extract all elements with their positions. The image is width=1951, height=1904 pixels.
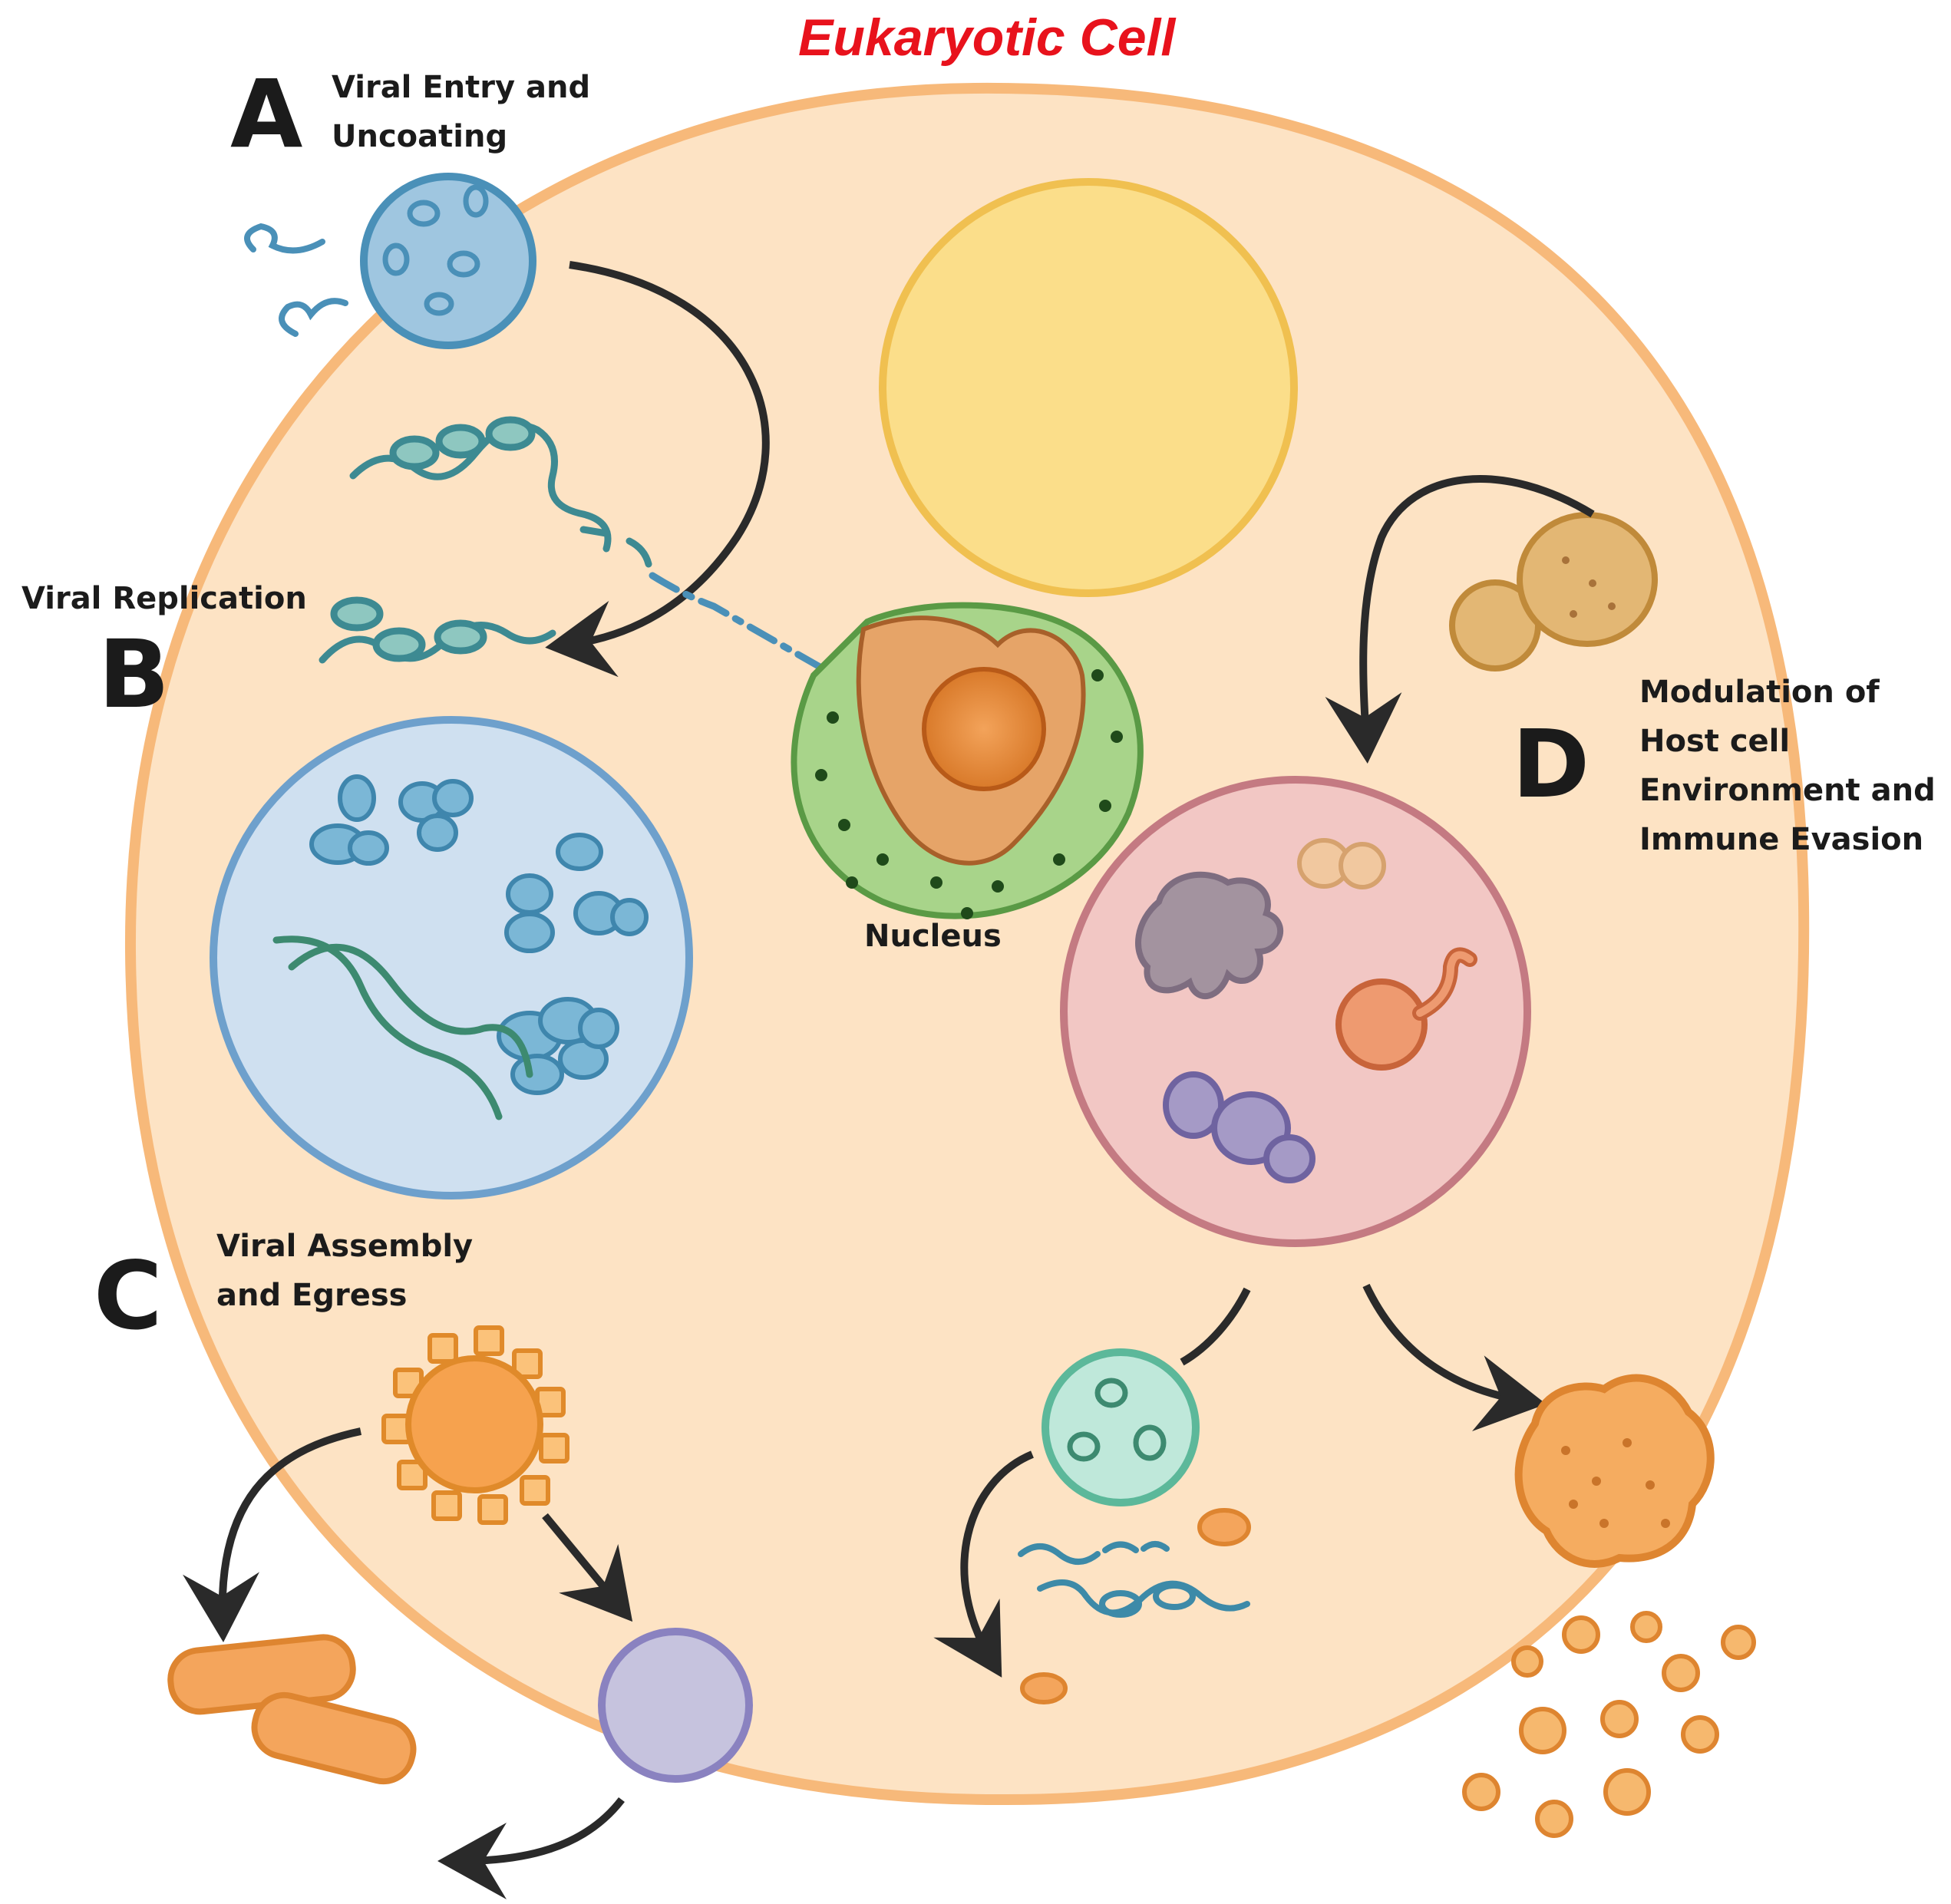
label-b-text: Viral Replication [21, 581, 307, 616]
green-vesicle-icon [1042, 1348, 1200, 1506]
arrow-assembly-left [183, 1427, 362, 1642]
label-a-line-1: Viral Entry and [332, 70, 591, 105]
nucleus-icon [791, 602, 1144, 919]
arrow-host-right [1362, 1283, 1547, 1432]
arrow-host-left [1180, 1287, 1251, 1366]
label-d-line-1: Modulation of [1639, 675, 1880, 710]
cell-membrane [124, 82, 1810, 1806]
label-nucleus: Nucleus [864, 919, 1002, 954]
vesicle-icon [598, 1628, 753, 1783]
label-c-text: Viral Assembly and Egress [216, 1222, 473, 1320]
host-modulator-icon [1449, 512, 1658, 672]
label-b-letter: B [98, 620, 170, 729]
arrow-vesicle-down [933, 1450, 1034, 1678]
viral-genome-strands [319, 416, 652, 664]
label-d-line-3: Environment and [1639, 773, 1936, 808]
arrow-modulation [1325, 475, 1595, 764]
lysed-cell-icon [1514, 1374, 1715, 1568]
label-d-line-4: Immune Evasion [1639, 822, 1924, 857]
label-a-line-2: Uncoating [332, 119, 508, 154]
released-progeny [1462, 1611, 1756, 1838]
label-c-letter: C [94, 1242, 163, 1351]
label-d-text: Modulation of Host cell Environment and … [1639, 668, 1936, 864]
released-particles [1020, 1508, 1251, 1704]
label-c-line-2: and Egress [216, 1278, 408, 1313]
virus-entry-icon [244, 173, 536, 349]
released-virions-icon [167, 1634, 417, 1785]
label-a-text: Viral Entry and Uncoating [332, 63, 590, 161]
host-compartment [1060, 776, 1531, 1247]
label-a-letter: A [230, 60, 303, 169]
yellow-organelle [879, 178, 1298, 597]
arrow-vesicle-out [437, 1797, 625, 1899]
label-d-letter: D [1512, 710, 1590, 819]
released-genome-strands [1018, 1541, 1250, 1618]
diagram-title: Eukaryotic Cell [798, 8, 1176, 67]
arrow-assembly-right [542, 1513, 633, 1622]
assembled-virion-icon [381, 1325, 569, 1525]
replication-compartment [210, 716, 693, 1199]
arrow-entry-to-replication [545, 261, 770, 678]
label-c-line-1: Viral Assembly [216, 1229, 474, 1264]
label-d-line-2: Host cell [1639, 724, 1791, 759]
genome-to-nucleus-path [649, 572, 825, 672]
